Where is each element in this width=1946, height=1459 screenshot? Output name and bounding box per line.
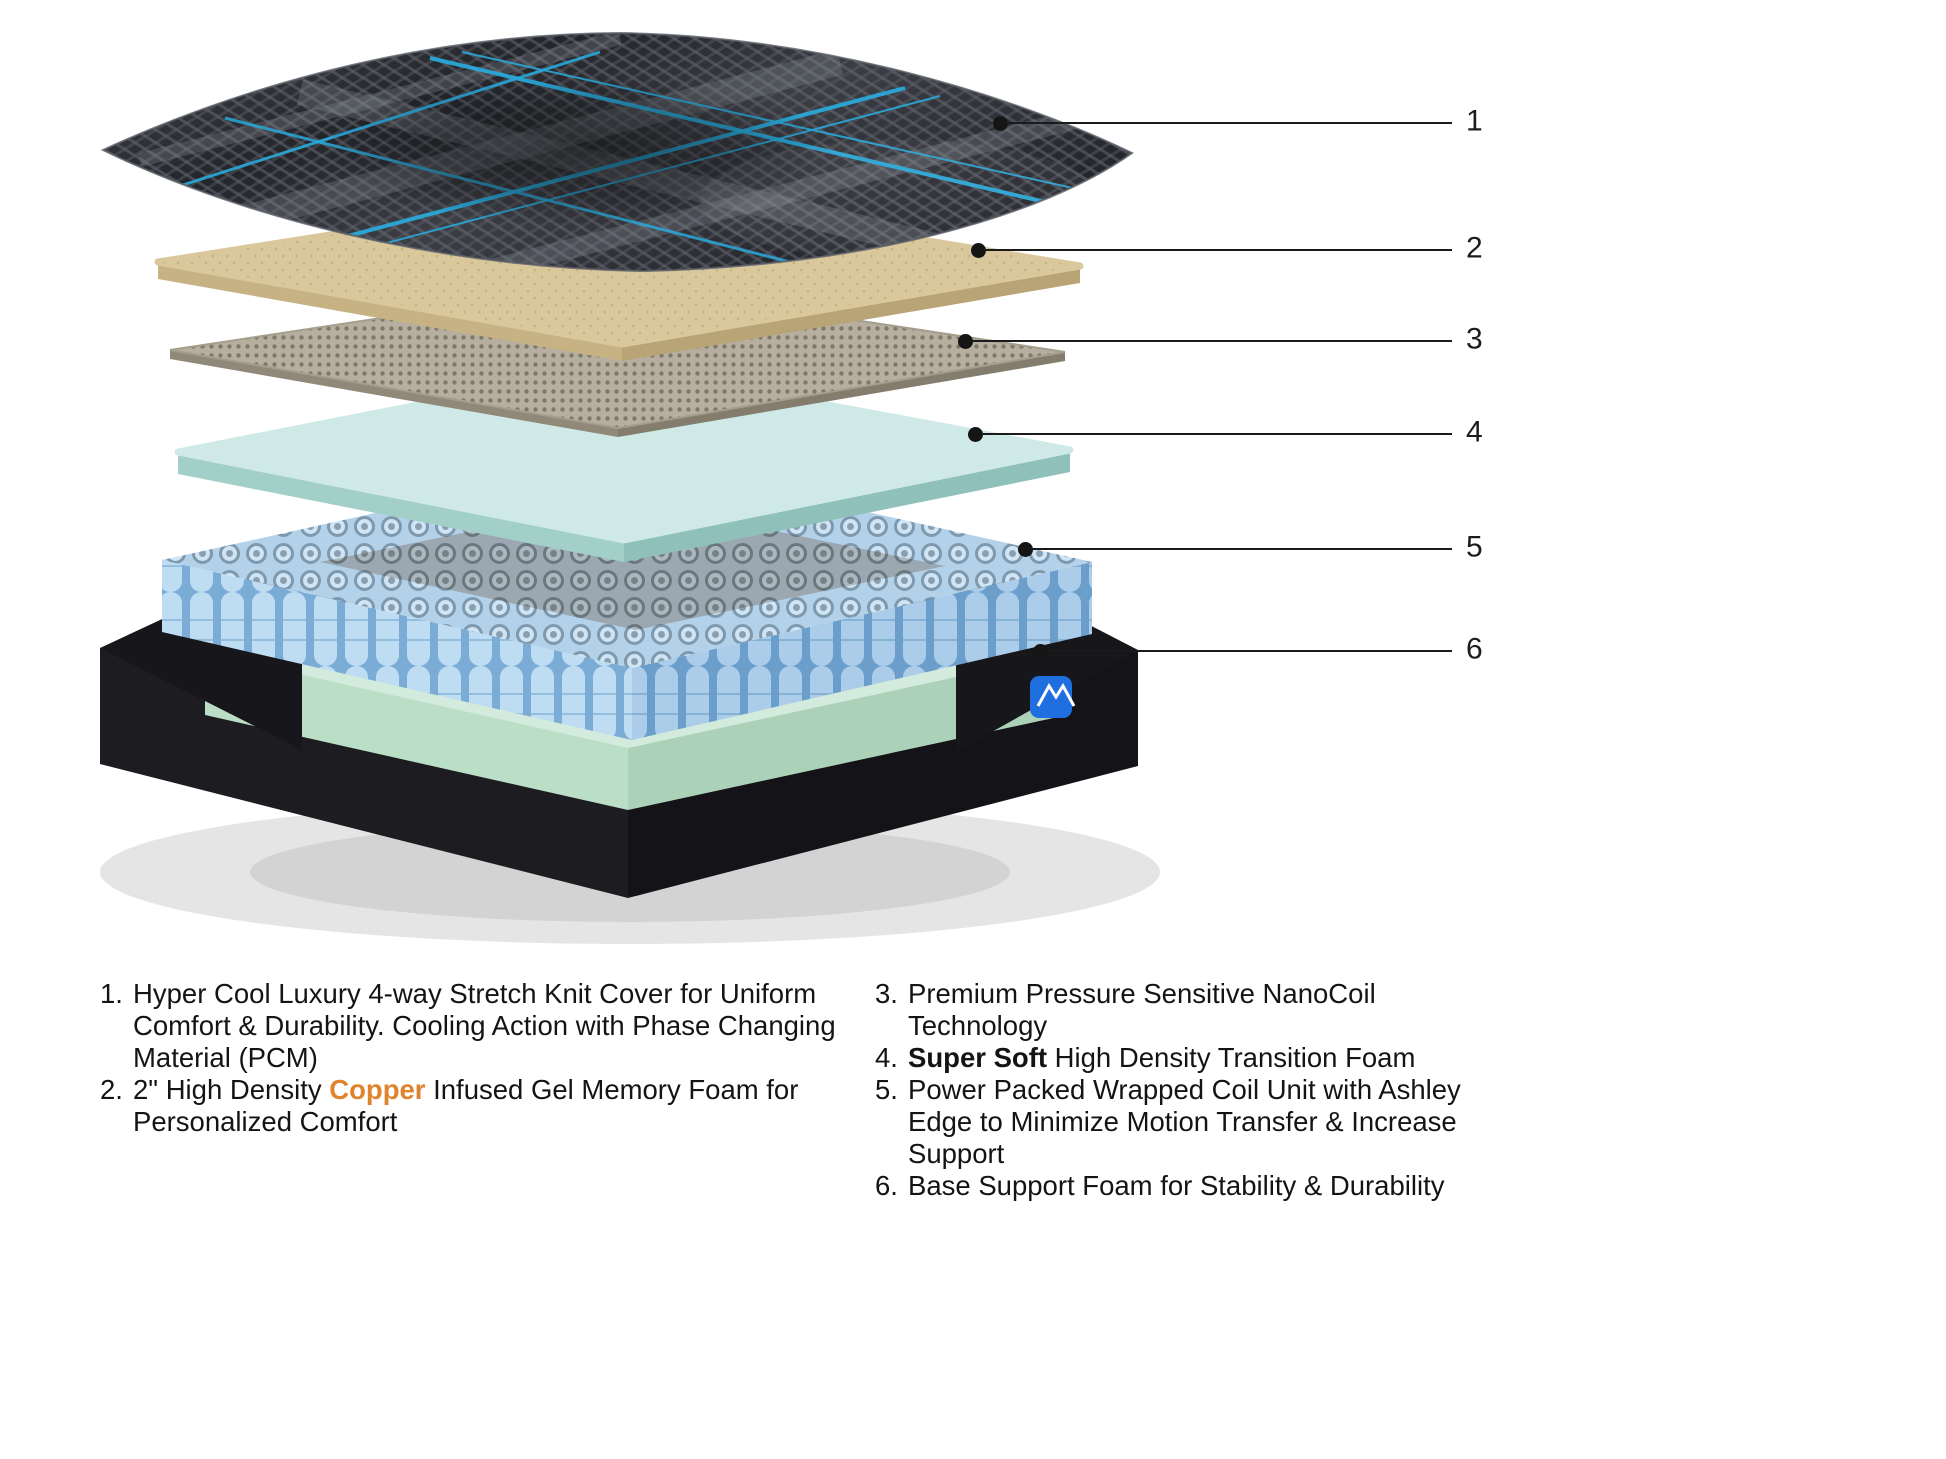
legend-text-segment: Premium Pressure Sensitive NanoCoil Tech… (908, 978, 1376, 1041)
callout-line (984, 248, 1452, 252)
legend-text: Super Soft High Density Transition Foam (908, 1042, 1415, 1074)
legend-text-segment: High Density Transition Foam (1047, 1042, 1416, 1073)
legend-number: 6. (875, 1170, 898, 1201)
callout-4: 4 (968, 416, 1483, 449)
callout-number: 6 (1466, 632, 1483, 666)
legend-text-segment: Hyper Cool Luxury 4-way Stretch Knit Cov… (133, 978, 836, 1073)
callout-number: 4 (1466, 415, 1483, 449)
legend-text-segment: Base Support Foam for Stability & Durabi… (908, 1170, 1445, 1201)
legend-column-left: 1. Hyper Cool Luxury 4-way Stretch Knit … (100, 978, 845, 1138)
legend-item-5: 5. Power Packed Wrapped Coil Unit with A… (875, 1074, 1475, 1170)
legend-item-3: 3. Premium Pressure Sensitive NanoCoil T… (875, 978, 1475, 1042)
legend-number: 2. (100, 1074, 123, 1105)
legend-number: 3. (875, 978, 898, 1009)
callout-line (1006, 121, 1452, 125)
callout-5: 5 (1018, 531, 1483, 564)
callout-number: 3 (1466, 322, 1483, 356)
callout-dot (1018, 541, 1033, 557)
callout-number: 5 (1466, 530, 1483, 564)
callout-3: 3 (958, 323, 1483, 356)
callout-number: 1 (1466, 104, 1483, 138)
callout-dot (993, 115, 1008, 131)
legend-item-2: 2. 2" High Density Copper Infused Gel Me… (100, 1074, 845, 1138)
legend-number: 1. (100, 978, 123, 1009)
callout-line (1046, 649, 1452, 653)
callout-line (971, 339, 1452, 343)
legend-text: 2" High Density Copper Infused Gel Memor… (133, 1074, 845, 1138)
legend-column-right: 3. Premium Pressure Sensitive NanoCoil T… (875, 978, 1475, 1202)
legend-text: Hyper Cool Luxury 4-way Stretch Knit Cov… (133, 978, 845, 1074)
brand-logo (1030, 676, 1076, 718)
legend-text: Power Packed Wrapped Coil Unit with Ashl… (908, 1074, 1475, 1170)
legend-text: Base Support Foam for Stability & Durabi… (908, 1170, 1444, 1202)
callout-2: 2 (971, 232, 1483, 265)
legend-item-6: 6. Base Support Foam for Stability & Dur… (875, 1170, 1475, 1202)
callout-dot (958, 333, 973, 349)
callout-line (1031, 547, 1452, 551)
callout-line (981, 432, 1452, 436)
callout-6: 6 (1033, 633, 1483, 666)
legend-text-segment: Power Packed Wrapped Coil Unit with Ashl… (908, 1074, 1461, 1169)
callout-dot (968, 426, 983, 442)
legend-text-segment: 2" High Density (133, 1074, 330, 1105)
callout-dot (971, 242, 986, 258)
callout-1: 1 (993, 105, 1483, 138)
callout-number: 2 (1466, 231, 1483, 265)
legend-number: 5. (875, 1074, 898, 1105)
copper-highlight: Copper (329, 1074, 426, 1105)
legend-item-4: 4. Super Soft High Density Transition Fo… (875, 1042, 1475, 1074)
legend-number: 4. (875, 1042, 898, 1073)
legend-text: Premium Pressure Sensitive NanoCoil Tech… (908, 978, 1475, 1042)
legend-text-segment: Infused Gel Memory Foam for Personalized… (133, 1074, 799, 1137)
legend-item-1: 1. Hyper Cool Luxury 4-way Stretch Knit … (100, 978, 845, 1074)
callout-dot (1033, 643, 1048, 659)
bold-highlight: Super Soft (908, 1042, 1048, 1073)
